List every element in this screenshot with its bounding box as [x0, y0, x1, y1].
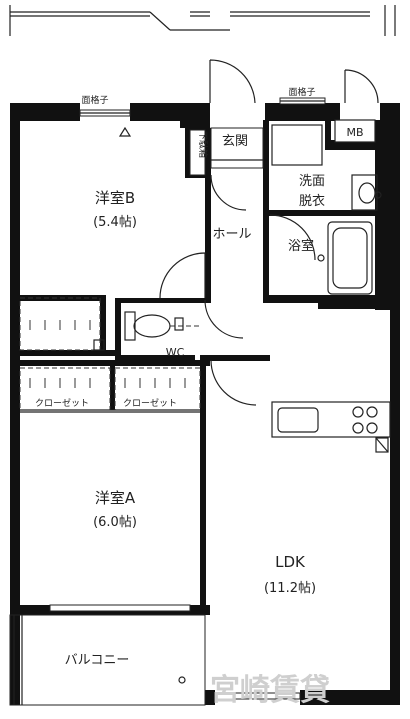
- closet-corner-box: [93, 339, 105, 351]
- bathtub: [317, 221, 373, 295]
- doors: [159, 59, 379, 406]
- windows: [49, 97, 326, 700]
- closet-hangers: [29, 320, 186, 388]
- lattice-label-left: 面格子: [81, 94, 108, 106]
- closets: [19, 297, 201, 413]
- entrance-step: [210, 127, 264, 169]
- ldk-size: (11.2帖): [264, 581, 316, 596]
- western-room-a-name: 洋室A: [95, 489, 136, 507]
- toilet: [124, 311, 200, 341]
- closet-right-label: クローゼット: [123, 397, 177, 409]
- entrance-label: 玄関: [222, 134, 248, 149]
- ldk-name: LDK: [275, 553, 306, 571]
- lattice-label-right: 面格子: [288, 86, 315, 98]
- ceiling-mark-icon: [118, 126, 132, 137]
- western-room-b-name: 洋室B: [95, 189, 135, 207]
- bath-label: 浴室: [288, 238, 314, 254]
- wc-label: WC: [166, 346, 185, 359]
- western-room-b-size: (5.4帖): [93, 215, 137, 230]
- top-fence: [9, 5, 396, 36]
- watermark: 宮崎賃貸: [210, 673, 330, 708]
- balcony-label: バルコニー: [65, 653, 130, 668]
- shoe-box-label: 下駄箱: [197, 131, 209, 158]
- washbasin: [351, 174, 382, 211]
- hall-label: ホール: [212, 227, 251, 242]
- western-room-a-size: (6.0帖): [93, 515, 137, 530]
- balcony-rail: [9, 614, 206, 706]
- washroom-label-1: 洗面: [299, 174, 325, 189]
- kitchen-counter: [271, 401, 391, 453]
- shoe-box: [189, 129, 206, 176]
- mb-label: MB: [346, 126, 363, 139]
- mb-box: [334, 119, 376, 143]
- closet-left-label: クローゼット: [35, 397, 89, 409]
- washroom-label-2: 脱衣: [299, 193, 325, 209]
- washing-machine-pan: [271, 124, 323, 166]
